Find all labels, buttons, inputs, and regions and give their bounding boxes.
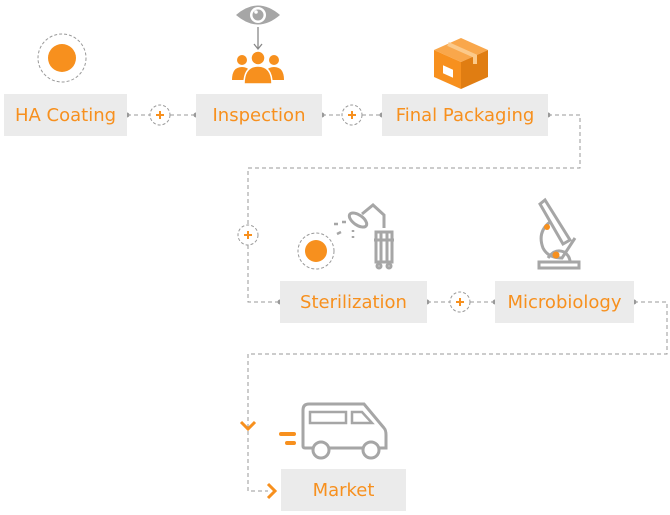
- orange-dot-icon: [37, 33, 87, 83]
- plus-connector-icons: [149, 104, 471, 313]
- chevron-down-icon: [239, 420, 257, 432]
- step-microbiology: Microbiology: [495, 281, 634, 323]
- step-ha-coating: HA Coating: [4, 94, 127, 136]
- step-label: Microbiology: [507, 291, 622, 313]
- step-inspection: Inspection: [196, 94, 322, 136]
- step-sterilization: Sterilization: [280, 281, 427, 323]
- package-box-icon: [434, 38, 488, 89]
- sterilization-robot-icon: [297, 203, 394, 270]
- connector-dots: [124, 112, 637, 305]
- step-label: HA Coating: [14, 104, 117, 126]
- delivery-van-icon: [279, 402, 388, 460]
- connector-lines: [127, 114, 668, 492]
- people-icon: [232, 50, 284, 85]
- chevron-right-icon: [266, 482, 278, 500]
- step-label: Market: [312, 479, 375, 501]
- step-market: Market: [281, 469, 406, 511]
- step-label: Inspection: [212, 104, 306, 126]
- eye-icon: [236, 5, 280, 51]
- microscope-icon: [537, 197, 581, 270]
- step-label: Final Packaging: [395, 104, 535, 126]
- step-final-packaging: Final Packaging: [382, 94, 548, 136]
- step-label: Sterilization: [300, 291, 407, 313]
